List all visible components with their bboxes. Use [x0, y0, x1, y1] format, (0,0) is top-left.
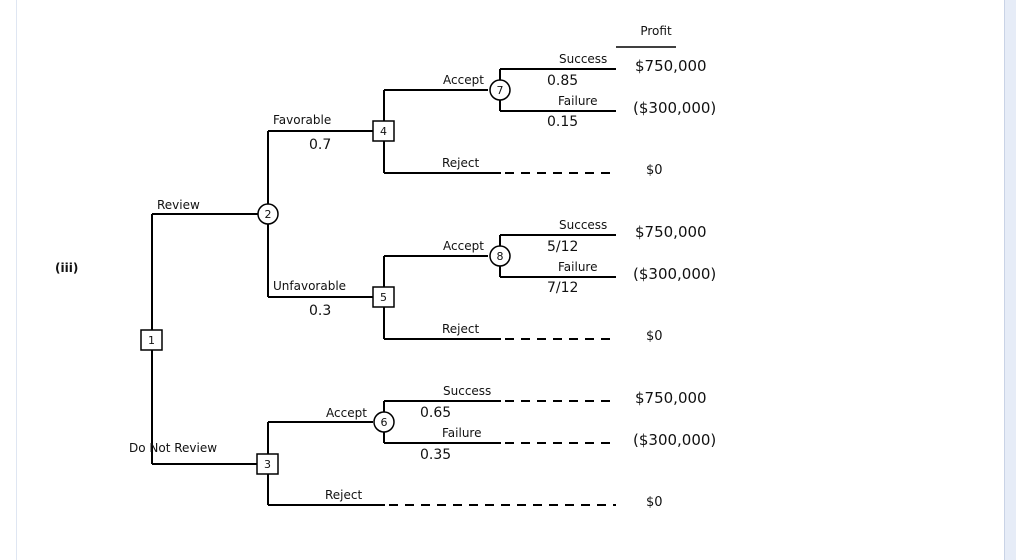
decision-node-5-label: 5: [380, 291, 387, 304]
payoff-6: $0: [646, 329, 663, 344]
label-failure-6: Failure: [442, 426, 481, 440]
prob-success-7: 0.85: [547, 73, 578, 89]
label-failure-8: Failure: [558, 260, 597, 274]
payoff-1: $750,000: [635, 57, 707, 75]
prob-success-8: 5/12: [547, 239, 578, 255]
prob-failure-8: 7/12: [547, 280, 578, 296]
chance-node-7-label: 7: [497, 84, 504, 97]
decision-node-1-label: 1: [148, 334, 155, 347]
chance-node-6: 6: [373, 411, 395, 433]
decision-node-3-label: 3: [264, 458, 271, 471]
payoff-9: $0: [646, 495, 663, 510]
label-do-not-review: Do Not Review: [129, 441, 217, 455]
label-accept-3: Accept: [326, 406, 367, 420]
chance-node-2: 2: [257, 203, 279, 225]
decision-node-5: 5: [372, 286, 395, 308]
section-label: (iii): [55, 261, 78, 275]
tree-branches: [151, 68, 616, 506]
window-right-edge: [1004, 0, 1016, 560]
prob-failure-7: 0.15: [547, 114, 578, 130]
payoff-8: ($300,000): [633, 431, 716, 449]
decision-node-3: 3: [256, 453, 279, 475]
label-review: Review: [157, 198, 200, 212]
chance-node-8: 8: [489, 245, 511, 267]
payoff-3: $0: [646, 163, 663, 178]
decision-node-4-label: 4: [380, 125, 387, 138]
label-failure-7: Failure: [558, 94, 597, 108]
decision-node-4: 4: [372, 120, 395, 142]
chance-node-7: 7: [489, 79, 511, 101]
chance-node-8-label: 8: [497, 250, 504, 263]
label-favorable: Favorable: [273, 113, 331, 127]
label-success-8: Success: [559, 218, 607, 232]
label-success-7: Success: [559, 52, 607, 66]
label-success-6: Success: [443, 384, 491, 398]
prob-unfavorable: 0.3: [309, 303, 331, 319]
chance-node-2-label: 2: [265, 208, 272, 221]
dashed-extensions: [389, 172, 616, 506]
payoff-7: $750,000: [635, 389, 707, 407]
prob-success-6: 0.65: [420, 405, 451, 421]
payoff-5: ($300,000): [633, 265, 716, 283]
label-accept-4: Accept: [443, 73, 484, 87]
prob-favorable: 0.7: [309, 137, 331, 153]
label-reject-3: Reject: [325, 488, 362, 502]
profit-header: Profit: [640, 24, 672, 38]
label-accept-5: Accept: [443, 239, 484, 253]
payoff-2: ($300,000): [633, 99, 716, 117]
page-left-border: [16, 0, 17, 560]
prob-failure-6: 0.35: [420, 447, 451, 463]
label-reject-5: Reject: [442, 322, 479, 336]
payoff-4: $750,000: [635, 223, 707, 241]
decision-node-1: 1: [140, 329, 163, 351]
label-unfavorable: Unfavorable: [273, 279, 346, 293]
chance-node-6-label: 6: [381, 416, 388, 429]
label-reject-4: Reject: [442, 156, 479, 170]
